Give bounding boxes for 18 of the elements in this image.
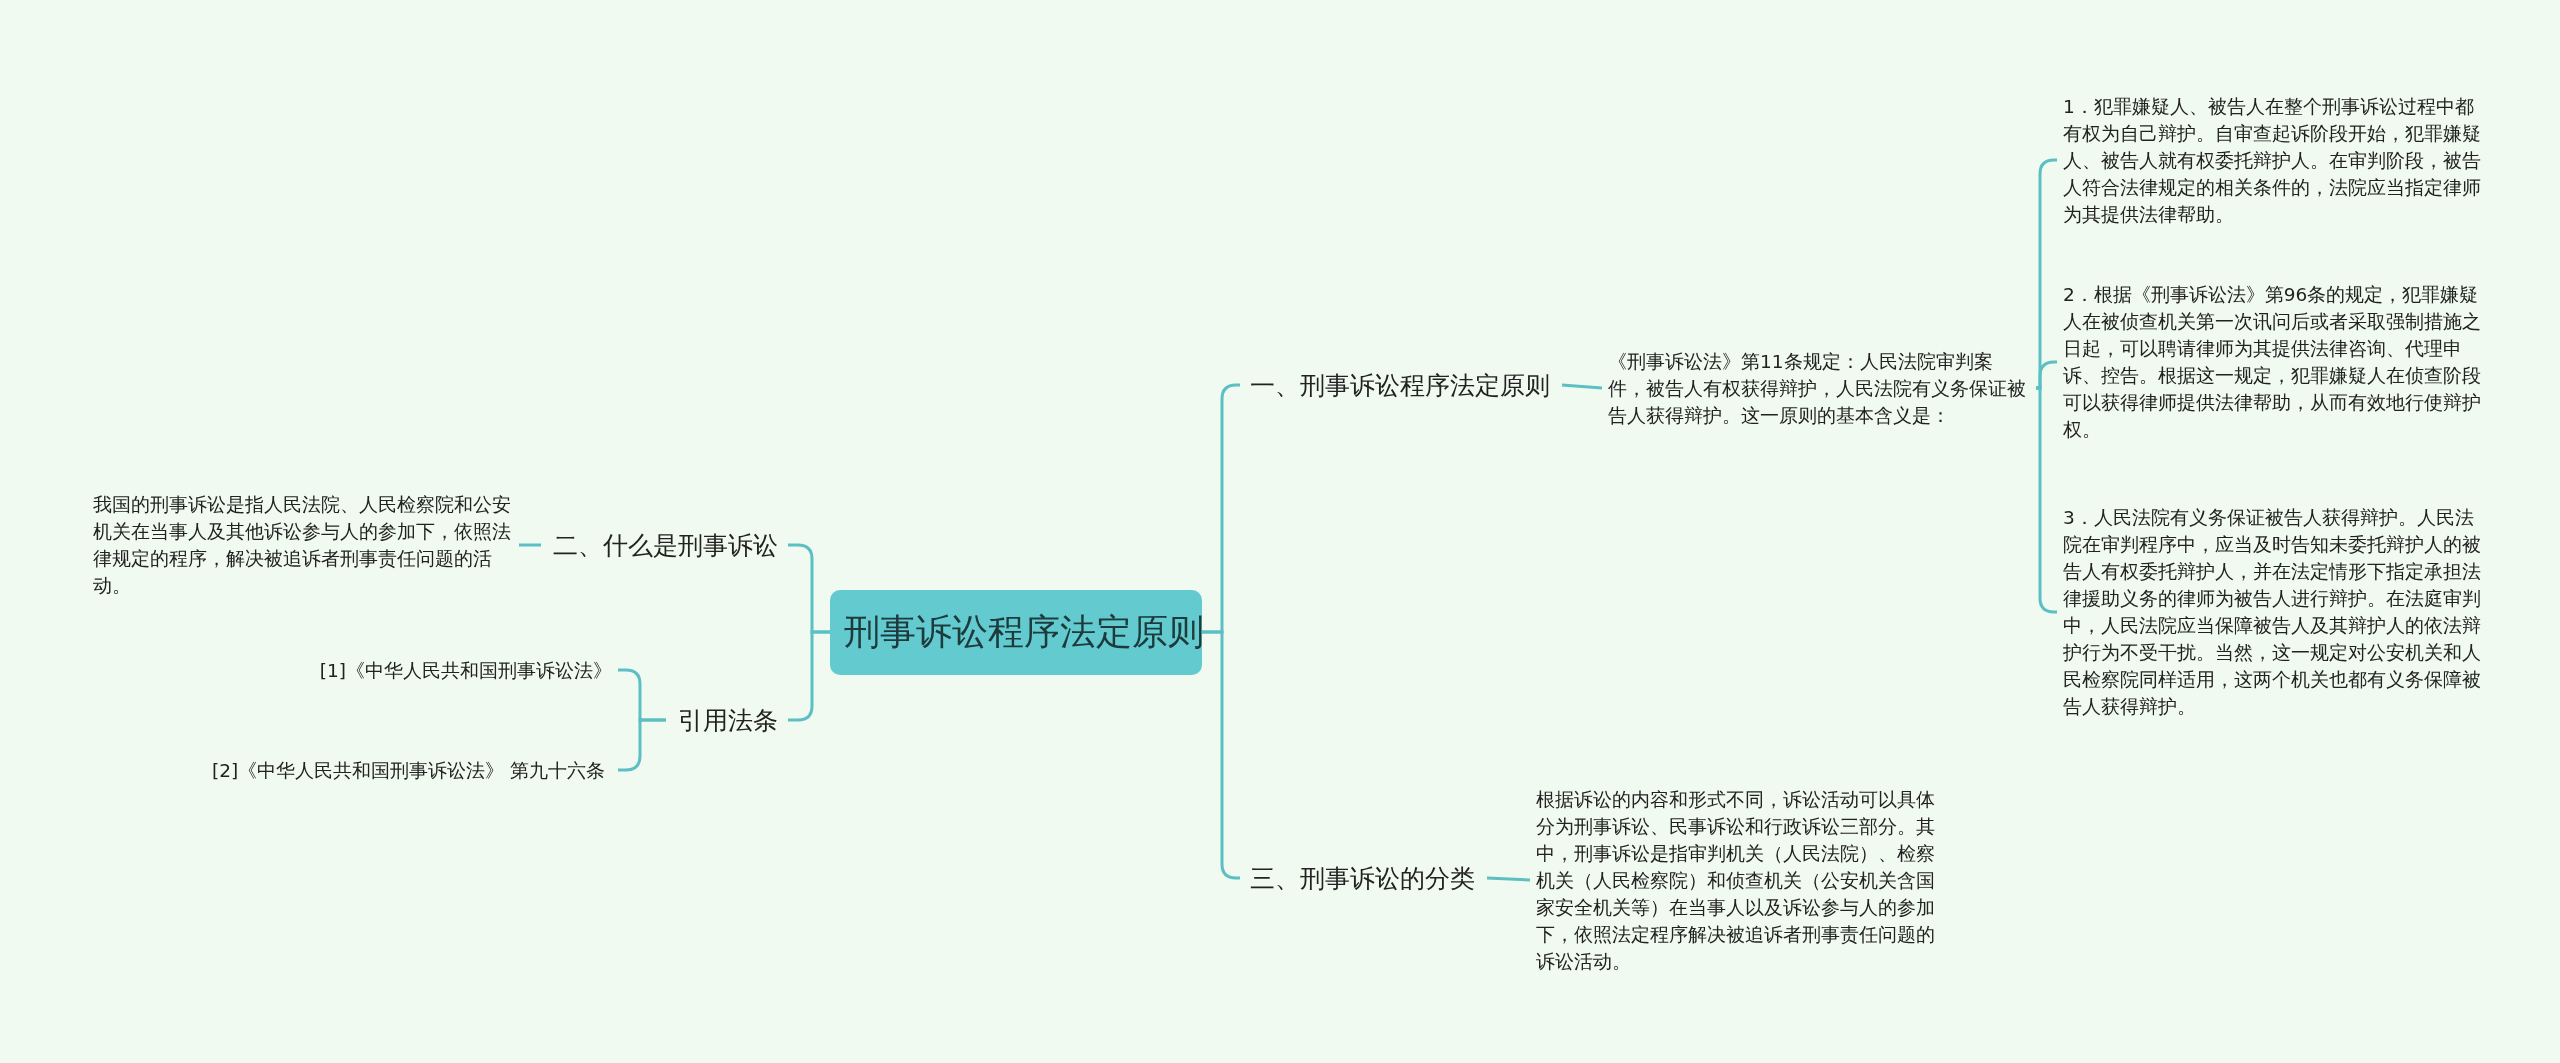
branch-topic: 一、刑事诉讼程序法定原则: [1246, 366, 1554, 404]
topic-text: 1．犯罪嫌疑人、被告人在整个刑事诉讼过程中都有权为自己辩护。自审查起诉阶段开始，犯罪嫌疑人、被告人就有权委托辩护人。在审判阶段，被告人符合法律规定的相关条件的，法院应当指定律师为其提供法律帮助。: [2063, 92, 2488, 228]
connector-line: [1561, 383, 1603, 390]
topic-text: 3．人民法院有义务保证被告人获得辩护。人民法院在审判程序中，应当及时告知未委托辩护人的被告人有权委托辩护人，并在法定情形下指定承担法律援助义务的律师为被告人进行辩护。在法庭审判中，人民法院应当保障被告人及其辩护人的依法辩护行为不受干扰。当然，这一规定对公安机关和人民检察院同样适用，这两个机关也都有义务保障被告人获得辩护。: [2063, 504, 2488, 720]
connector-line: [1486, 876, 1531, 882]
topic-text: [2]《中华人民共和国刑事诉讼法》 第九十六条: [212, 756, 612, 784]
connector-line: [2036, 360, 2057, 390]
branch-topic: 二、什么是刑事诉讼: [549, 526, 782, 564]
topic-text: 我国的刑事诉讼是指人民法院、人民检察院和公安机关在当事人及其他诉讼参与人的参加下，依照法律规定的程序，解决被追诉者刑事责任问题的活动。: [93, 491, 513, 599]
topic-text: 根据诉讼的内容和形式不同，诉讼活动可以具体分为刑事诉讼、民事诉讼和行政诉讼三部分。其中，刑事诉讼是指审判机关（人民法院）、检察机关（人民检察院）和侦查机关（公安机关含国家安全机关等）在当事人以及诉讼参与人的参加下，依照法定程序解决被追诉者刑事责任问题的诉讼活动。: [1536, 785, 1951, 975]
topic-text: [1]《中华人民共和国刑事诉讼法》: [192, 656, 612, 684]
connector-line: [618, 718, 666, 772]
connector-line: [519, 543, 541, 547]
branch-topic: 引用法条: [674, 701, 782, 739]
central-topic-box: 刑事诉讼程序法定原则: [830, 589, 1202, 675]
topic-text: 《刑事诉讼法》第11条规定：人民法院审判案件，被告人有权获得辩护，人民法院有义务保证被告人获得辩护。这一原则的基本含义是：: [1608, 347, 2028, 429]
topic-text: 2．根据《刑事诉讼法》第96条的规定，犯罪嫌疑人在被侦查机关第一次讯问后或者采取强制措施之日起，可以聘请律师为其提供法律咨询、代理申诉、控告。根据这一规定，犯罪嫌疑人在侦查阶段可以获得律师提供法律帮助，从而有效地行使辩护权。: [2063, 281, 2488, 443]
branch-topic: 三、刑事诉讼的分类: [1246, 859, 1479, 897]
